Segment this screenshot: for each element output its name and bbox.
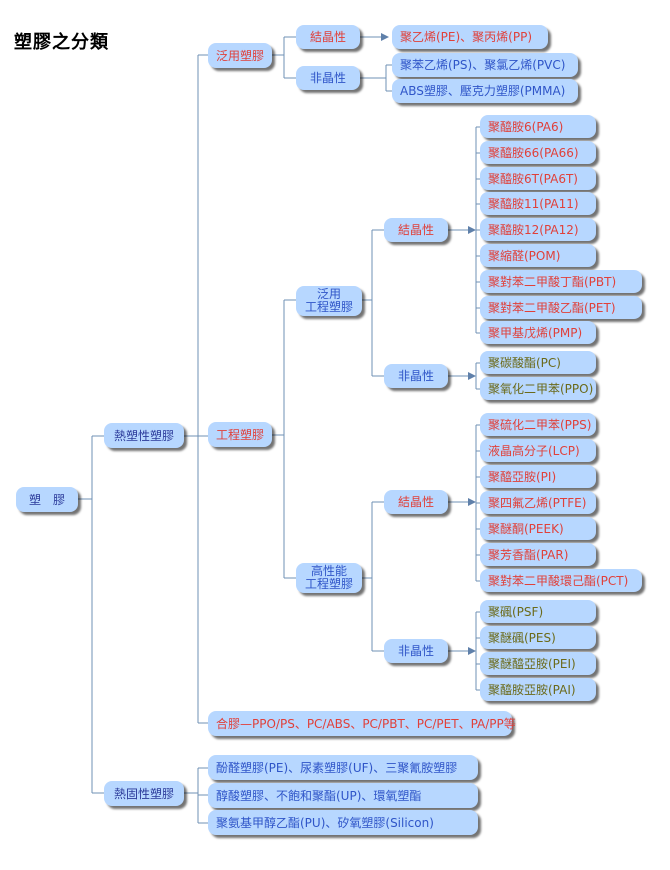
leaf-label: 聚縮醛(POM) [488, 248, 561, 263]
thermoset-item-2: 醇酸塑膠、不飽和聚酯(UP)、環氧塑酯 [208, 783, 478, 808]
hp-amorphous-node: 非晶性 [384, 639, 448, 663]
leaf-label: 聚對苯二甲酸乙酯(PET) [488, 300, 616, 315]
leaf-label: 聚醯胺11(PA11) [488, 196, 579, 211]
alloy-label: 合膠—PPO/PS、PC/ABS、PC/PBT、PC/PET、PA/PP等 [216, 716, 516, 731]
gp-amorphous-item-2: ABS塑膠、壓克力塑膠(PMMA) [392, 79, 578, 103]
leaf-label: 聚醯胺66(PA66) [488, 145, 579, 160]
leaf-label: 聚醯胺6T(PA6T) [488, 171, 578, 186]
ge-crystalline-item-1: 聚醯胺6(PA6) [480, 115, 596, 138]
engineering-plastics-node: 工程塑膠 [208, 422, 272, 447]
ge-crystalline-item-6: 聚縮醛(POM) [480, 244, 596, 267]
gp-amorphous-item-label: ABS塑膠、壓克力塑膠(PMMA) [400, 84, 566, 98]
ge-amorphous-item-2: 聚氧化二甲苯(PPO) [480, 377, 596, 400]
ge-crystalline-item-7: 聚對苯二甲酸丁酯(PBT) [480, 270, 642, 293]
ge-crystalline-item-3: 聚醯胺6T(PA6T) [480, 167, 596, 190]
ge-crystalline-node: 結晶性 [384, 218, 448, 242]
leaf-label: 聚芳香酯(PAR) [488, 547, 569, 562]
general-plastics-node: 泛用塑膠 [208, 43, 272, 68]
high-performance-node: 高性能 工程塑膠 [296, 563, 362, 593]
ge-crystalline-item-8: 聚對苯二甲酸乙酯(PET) [480, 296, 642, 319]
thermoset-item-label: 酚醛塑膠(PE)、尿素塑膠(UF)、三聚氰胺塑膠 [216, 760, 458, 775]
hp-crystalline-item-2: 液晶高分子(LCP) [480, 439, 596, 462]
gp-crystalline-item-1: 聚乙烯(PE)、聚丙烯(PP) [392, 25, 548, 49]
leaf-label: 聚醯胺12(PA12) [488, 222, 579, 237]
ge-crystalline-item-5: 聚醯胺12(PA12) [480, 218, 596, 241]
ge-amorphous-node: 非晶性 [384, 364, 448, 388]
leaf-label: 聚氧化二甲苯(PPO) [488, 381, 594, 396]
hp-crystalline-label: 結晶性 [397, 495, 434, 509]
engineering-plastics-label: 工程塑膠 [216, 427, 265, 442]
hp-crystalline-item-6: 聚芳香酯(PAR) [480, 543, 596, 566]
general-engineering-label: 泛用 工程塑膠 [304, 287, 353, 314]
leaf-label: 聚醯胺6(PA6) [488, 119, 564, 134]
ge-crystalline-item-4: 聚醯胺11(PA11) [480, 192, 596, 215]
thermoset-node: 熱固性塑膠 [104, 781, 184, 806]
gp-amorphous-node: 非晶性 [296, 66, 360, 90]
leaf-label: 聚醚醯亞胺(PEI) [488, 656, 576, 671]
gp-crystalline-label: 結晶性 [309, 30, 346, 44]
thermoplastic-label: 熱塑性塑膠 [113, 428, 174, 443]
hp-amorphous-item-4: 聚醯胺亞胺(PAI) [480, 678, 596, 701]
leaf-label: 聚對苯二甲酸丁酯(PBT) [488, 274, 617, 289]
hp-amorphous-label: 非晶性 [397, 644, 434, 658]
thermoset-label: 熱固性塑膠 [113, 786, 174, 801]
thermoset-item-3: 聚氨基甲醇乙酯(PU)、矽氧塑膠(Silicon) [208, 810, 478, 835]
ge-amorphous-item-1: 聚碳酸酯(PC) [480, 351, 596, 374]
hp-crystalline-item-3: 聚醯亞胺(PI) [480, 465, 596, 488]
hp-amorphous-item-1: 聚碸(PSF) [480, 600, 596, 623]
leaf-label: 聚碸(PSF) [488, 604, 544, 619]
high-performance-label: 高性能 工程塑膠 [304, 564, 353, 591]
leaf-label: 聚四氟乙烯(PTFE) [488, 495, 587, 510]
leaf-label: 聚醚碸(PES) [488, 630, 556, 645]
thermoset-item-1: 酚醛塑膠(PE)、尿素塑膠(UF)、三聚氰胺塑膠 [208, 755, 478, 780]
hp-crystalline-node: 結晶性 [384, 490, 448, 514]
thermoset-item-label: 聚氨基甲醇乙酯(PU)、矽氧塑膠(Silicon) [216, 815, 434, 830]
ge-amorphous-label: 非晶性 [397, 369, 434, 383]
leaf-label: 聚對苯二甲酸環己酯(PCT) [488, 573, 629, 588]
alloy-node: 合膠—PPO/PS、PC/ABS、PC/PBT、PC/PET、PA/PP等 [208, 711, 516, 736]
leaf-label: 聚甲基戊烯(PMP) [488, 325, 583, 340]
general-engineering-node: 泛用 工程塑膠 [296, 286, 362, 316]
root-node: 塑 膠 [16, 487, 78, 512]
general-plastics-label: 泛用塑膠 [216, 48, 265, 63]
leaf-label: 聚碳酸酯(PC) [488, 355, 561, 370]
thermoset-item-label: 醇酸塑膠、不飽和聚酯(UP)、環氧塑酯 [216, 788, 422, 803]
leaf-label: 聚醚酮(PEEK) [488, 521, 564, 536]
gp-amorphous-item-1: 聚苯乙烯(PS)、聚氯乙烯(PVC) [392, 53, 578, 77]
hp-crystalline-item-1: 聚硫化二甲苯(PPS) [480, 413, 596, 436]
hp-amorphous-item-3: 聚醚醯亞胺(PEI) [480, 652, 596, 675]
ge-crystalline-item-9: 聚甲基戊烯(PMP) [480, 321, 596, 344]
leaf-label: 聚醯亞胺(PI) [488, 469, 557, 484]
page-title: 塑膠之分類 [14, 32, 109, 53]
ge-crystalline-label: 結晶性 [397, 223, 434, 237]
gp-amorphous-label: 非晶性 [309, 71, 346, 85]
gp-crystalline-node: 結晶性 [296, 25, 360, 49]
leaf-label: 液晶高分子(LCP) [488, 443, 580, 458]
ge-crystalline-item-2: 聚醯胺66(PA66) [480, 141, 596, 164]
root-label: 塑 膠 [28, 492, 65, 507]
leaf-label: 聚硫化二甲苯(PPS) [488, 417, 592, 432]
hp-crystalline-item-4: 聚四氟乙烯(PTFE) [480, 491, 596, 514]
hp-crystalline-item-5: 聚醚酮(PEEK) [480, 517, 596, 540]
hp-crystalline-item-7: 聚對苯二甲酸環己酯(PCT) [480, 569, 642, 592]
gp-crystalline-item-label: 聚乙烯(PE)、聚丙烯(PP) [400, 30, 533, 44]
leaf-label: 聚醯胺亞胺(PAI) [488, 682, 576, 697]
thermoplastic-node: 熱塑性塑膠 [104, 423, 184, 448]
gp-amorphous-item-label: 聚苯乙烯(PS)、聚氯乙烯(PVC) [400, 58, 566, 72]
hp-amorphous-item-2: 聚醚碸(PES) [480, 626, 596, 649]
